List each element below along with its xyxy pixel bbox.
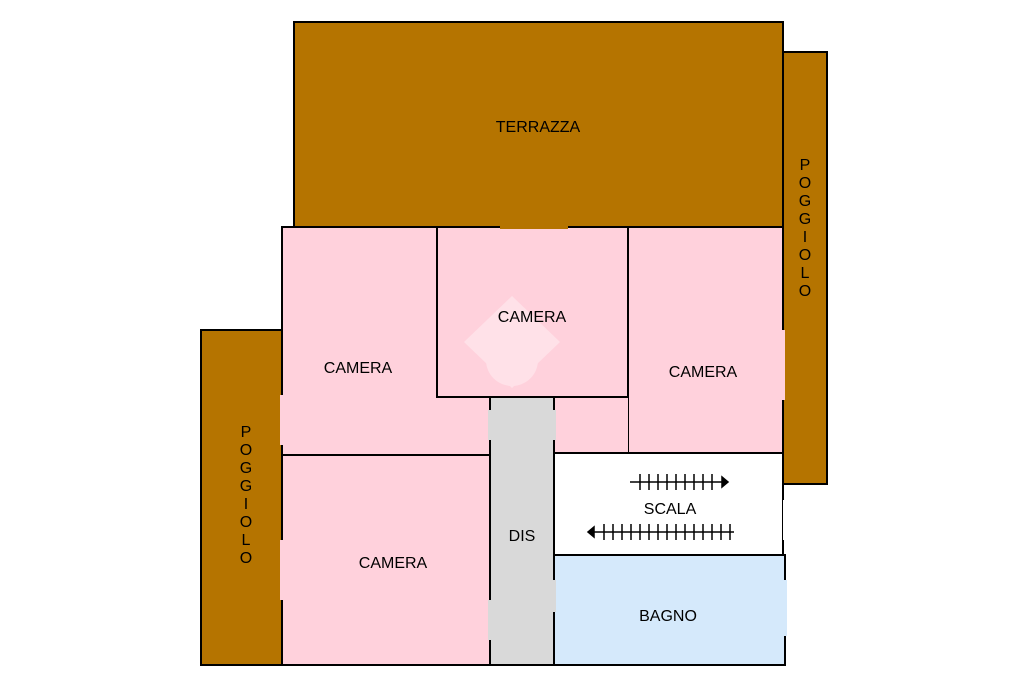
poggiolo-left-area	[200, 329, 283, 666]
stair-arrow-down-icon	[586, 524, 734, 540]
label-bagno: BAGNO	[639, 608, 697, 625]
camera-center-area	[436, 226, 629, 398]
terrazza-area	[293, 21, 784, 228]
label-camera-bottom-left: CAMERA	[359, 555, 428, 572]
poggiolo-right-area	[782, 51, 828, 485]
watermark-logo	[464, 296, 560, 388]
camera-bottom-left-area	[281, 454, 491, 666]
dis-area	[489, 396, 555, 666]
label-dis: DIS	[509, 528, 536, 545]
label-camera-top-left: CAMERA	[324, 360, 393, 377]
stair-arrow-up-icon	[630, 474, 730, 490]
label-scala: SCALA	[644, 501, 697, 518]
camera-middle-gap	[554, 397, 628, 453]
label-terrazza: TERRAZZA	[496, 119, 581, 136]
label-camera-center: CAMERA	[498, 309, 567, 326]
camera-right-area	[627, 226, 784, 454]
label-camera-right: CAMERA	[669, 364, 738, 381]
